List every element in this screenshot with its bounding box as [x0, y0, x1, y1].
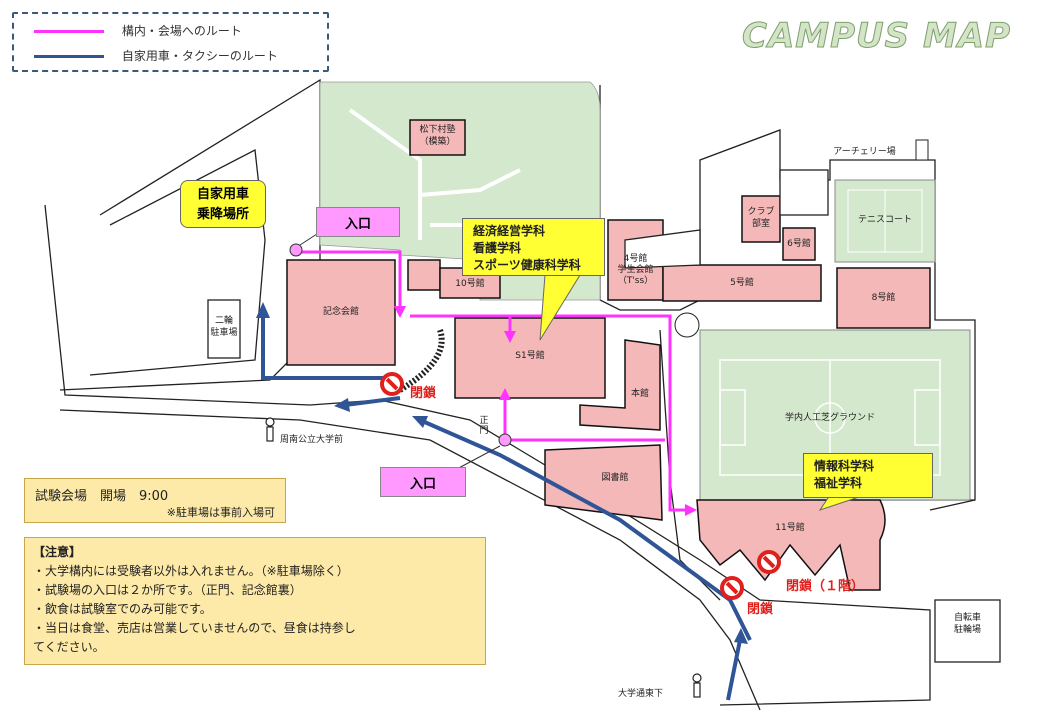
notice-item-4: ・当日は食堂、売店は営業していませんので、昼食は持参し	[33, 621, 356, 635]
legend-row-car: 自家用車・タクシーのルート	[34, 47, 278, 64]
tennis-lines	[847, 189, 923, 253]
car-route-arrows	[256, 302, 748, 644]
entrance-top-label: 入口	[344, 216, 371, 232]
label-archery: アーチェリー場	[833, 147, 896, 157]
faculty-callout-2-line-2: 福祉学科	[814, 476, 863, 490]
buildings	[286, 119, 931, 591]
label-bus-stop-bottom: 大学通東下	[618, 689, 664, 699]
label-honkan: 本館	[630, 389, 649, 399]
map-title: CAMPUS MAP	[741, 16, 1012, 57]
roundabout	[674, 312, 700, 338]
notice-item-2: ・試験場の入口は２か所です。（正門、記念館裏）	[33, 583, 302, 597]
legend-car-line	[34, 55, 104, 58]
label-main-gate: 正門	[479, 416, 489, 436]
legend: 構内・会場へのルート 自家用車・タクシーのルート	[12, 12, 329, 72]
faculty-callout-2-line-1: 情報科学科	[814, 459, 875, 473]
exam-info-parking: ※駐車場は事前入場可	[166, 506, 275, 519]
label-building-11: 11号館	[775, 523, 805, 533]
faculty-callout-1: 経済経営学科 看護学科 スポーツ健康科学科	[462, 218, 605, 276]
notice-box: 【注意】 ・大学構内には受験者以外は入れません。（※駐車場除く） ・試験場の入口…	[24, 537, 486, 665]
label-building-s1: S1号館	[515, 351, 545, 361]
faculty-callout-2: 情報科学科 福祉学科	[803, 453, 933, 498]
label-bike-parking-right: 自転車 駐輪場	[953, 613, 981, 635]
label-kinen-kaikan: 記念会館	[322, 307, 359, 317]
label-building-8: 8号館	[871, 293, 896, 303]
legend-car-label: 自家用車・タクシーのルート	[121, 49, 278, 63]
faculty-callout-1-line-3: スポーツ健康科学科	[473, 258, 581, 272]
notice-item-1: ・大学構内には受験者以外は入れません。（※駐車場除く）	[33, 564, 349, 578]
entrance-top: 入口	[316, 207, 400, 237]
notice-heading: 【注意】	[33, 545, 82, 559]
bus-stop-icons	[265, 417, 702, 698]
notice-item-3: ・飲食は試験室でのみ可能です。	[33, 602, 212, 616]
entrance-pointer-bottom	[454, 445, 501, 471]
exam-info-time: 試験会場 開場 9:00	[35, 489, 169, 504]
archery-target	[915, 139, 929, 161]
label-building-10: 10号館	[455, 279, 485, 289]
closed-label-1: 閉鎖	[410, 386, 437, 401]
closed-label-2: 閉鎖（１階）	[786, 579, 865, 594]
label-bus-stop-left: 周南公立大学前	[280, 435, 344, 445]
legend-walk-label: 構内・会場へのルート	[121, 24, 242, 38]
label-club-room: クラブ 部室	[747, 207, 775, 229]
structures	[207, 169, 1001, 663]
car-dropoff-label: 自家用車 乗降場所	[180, 180, 266, 228]
walk-route-arrows	[394, 306, 697, 516]
entrance-marker-gate	[498, 433, 512, 447]
label-building-5: 5号館	[730, 278, 754, 288]
label-building-6: 6号館	[787, 239, 811, 249]
no-entry-icon-3	[720, 576, 744, 600]
walk-route	[300, 250, 690, 512]
entrance-bottom: 入口	[380, 467, 466, 497]
entrance-marker-top	[289, 243, 303, 257]
exam-info-box: 試験会場 開場 9:00 ※駐車場は事前入場可	[24, 478, 286, 523]
legend-walk-line	[34, 30, 104, 33]
entrance-bottom-label: 入口	[409, 476, 436, 492]
legend-row-walk: 構内・会場へのルート	[34, 22, 242, 39]
no-entry-icon-2	[757, 550, 781, 574]
no-entry-icon-1	[380, 372, 404, 396]
label-tennis-court: テニスコート	[857, 215, 912, 225]
label-building-4: 4号館 学生会館 （T'ss）	[617, 254, 654, 286]
label-shoka-sonjuku: 松下村塾 （模築）	[419, 125, 456, 147]
faculty-callout-1-line-1: 経済経営学科	[473, 224, 546, 238]
faculty-callout-1-line-2: 看護学科	[473, 241, 522, 255]
notice-item-5: てください。	[33, 640, 105, 654]
car-route	[261, 310, 752, 701]
label-bike-parking-left: 二輪 駐車場	[210, 316, 238, 338]
amphitheatre	[398, 329, 445, 393]
closed-label-3: 閉鎖	[747, 602, 774, 617]
label-sports-ground: 学内人工芝グラウンド	[784, 413, 875, 423]
label-library: 図書館	[601, 473, 629, 483]
